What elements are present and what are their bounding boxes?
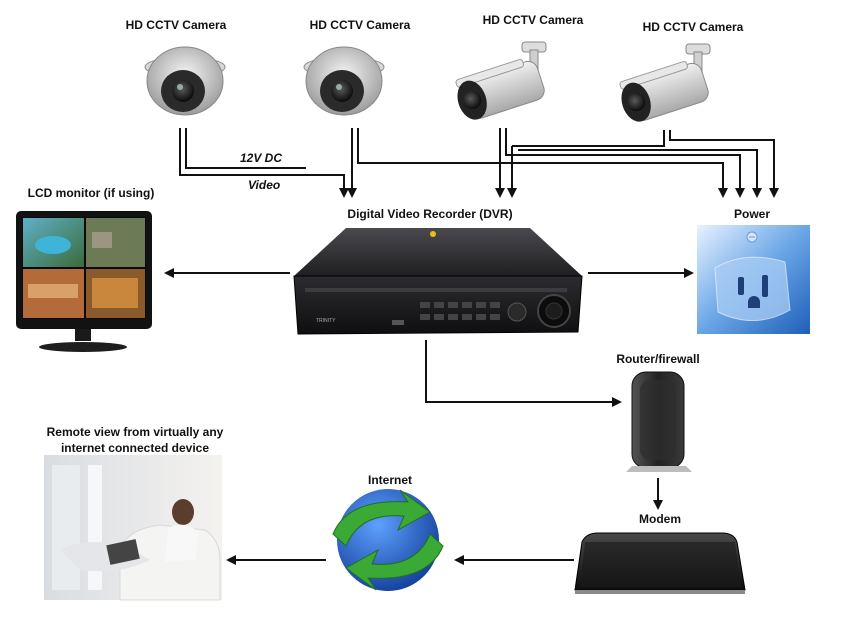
camera-label: HD CCTV Camera (309, 18, 411, 32)
power-label: Power (733, 207, 770, 221)
video-label: Video (248, 178, 281, 192)
lcd-monitor-label: LCD monitor (if using) (27, 186, 155, 200)
camera-label: HD CCTV Camera (642, 20, 744, 34)
power-outlet-icon (697, 225, 810, 334)
internet-globe-icon (332, 489, 444, 591)
dome-camera-icon (144, 46, 226, 116)
modem-label: Modem (639, 512, 681, 526)
connection-lines (164, 128, 779, 565)
dvr-icon (293, 228, 583, 335)
lcd-monitor-icon (16, 211, 152, 352)
camera-label: HD CCTV Camera (125, 18, 227, 32)
internet-label: Internet (367, 473, 412, 487)
router-icon (626, 371, 692, 472)
remote-view-line1: Remote view from virtually any (46, 425, 224, 439)
remote-view-line2: internet connected device (60, 441, 210, 455)
dvr-label: Digital Video Recorder (DVR) (347, 207, 513, 221)
modem-icon (574, 532, 746, 594)
dome-camera-icon (303, 46, 385, 116)
remote-view-label: Remote view from virtually any internet … (30, 424, 240, 456)
dc-12v-label: 12V DC (240, 151, 283, 165)
router-label: Router/firewall (616, 352, 700, 366)
camera-label: HD CCTV Camera (482, 13, 584, 27)
dvr-brand-label: TRINITY (316, 318, 336, 324)
bullet-camera-icon (619, 43, 711, 122)
bullet-camera-icon (455, 41, 547, 120)
remote-user-laptop-icon (44, 455, 222, 601)
